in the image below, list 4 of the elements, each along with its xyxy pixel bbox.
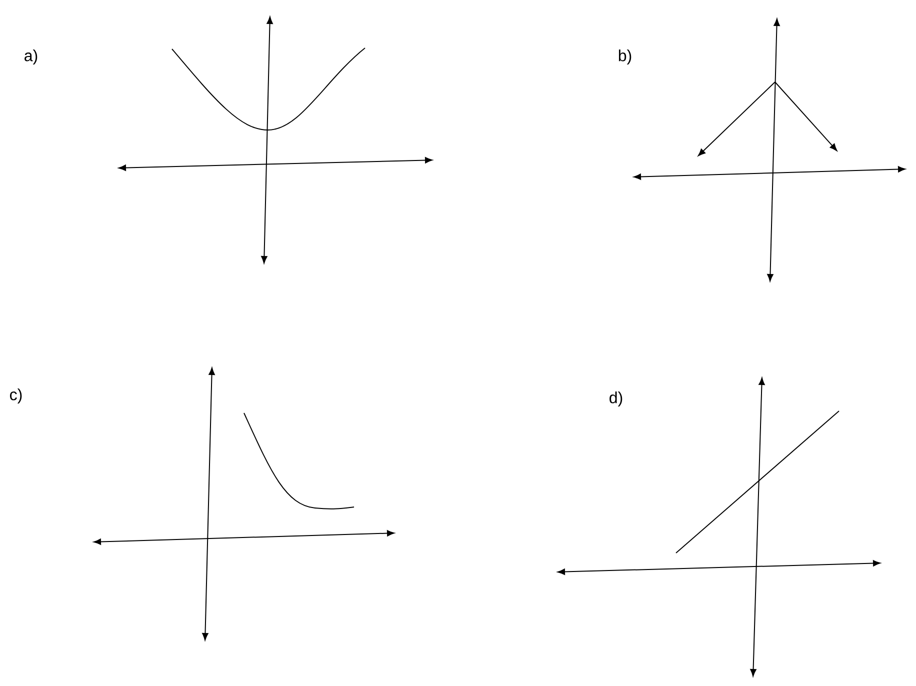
panel-label: d) <box>610 392 622 406</box>
panel-label: b) <box>618 50 632 64</box>
panel-label: a) <box>24 50 38 64</box>
panel-label: c) <box>10 388 22 404</box>
